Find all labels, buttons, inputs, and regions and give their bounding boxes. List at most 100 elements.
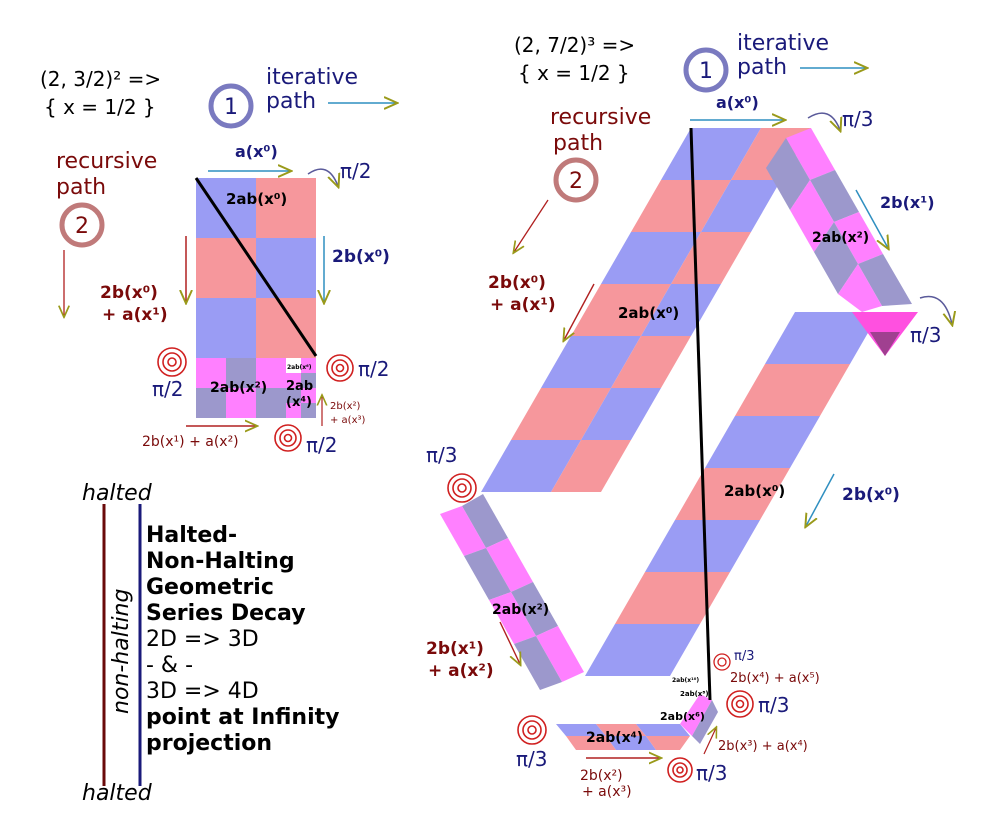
left-label-2ab4-line2: (x⁴): [286, 395, 312, 410]
right-strip-cell: [486, 538, 533, 592]
right-strip-cell: [511, 582, 558, 636]
left-recursive-number: 2: [75, 214, 89, 239]
right-angle-mid: π/3: [910, 323, 942, 347]
left-strip-cell: [256, 358, 286, 388]
right-strip-cell: [462, 494, 508, 548]
right-band-cell: [765, 312, 880, 364]
right-strip-cell: [514, 636, 562, 690]
right-label-a0: a(x⁰): [716, 93, 759, 112]
right-arrow-2b0: [806, 473, 835, 526]
right-equation-line2: { x = 1/2 }: [518, 61, 630, 85]
right-strip-bottom: [556, 694, 718, 750]
legend-title-line4: Series Decay: [146, 601, 306, 626]
right-label-2b0: 2b(x⁰): [842, 485, 900, 505]
right-iterative-line1: iterative: [737, 31, 829, 56]
left-label-2ab0: 2ab(x⁰): [226, 190, 287, 208]
legend-title-line1: Halted-: [146, 523, 237, 548]
right-strip-cell: [692, 700, 718, 744]
left-diagonal-line: [194, 177, 318, 357]
right-vertical-line: [689, 127, 712, 701]
right-band-cell: [701, 180, 781, 232]
right-band-cell: [541, 336, 641, 388]
right-strip-cell: [646, 736, 690, 750]
right-label-2ab8: 2ab(x⁸): [680, 690, 709, 698]
right-strip-cell: [810, 170, 859, 222]
left-strip-cell: [196, 358, 226, 388]
right-band-cell: [611, 336, 691, 388]
left-spiral-bottom: [274, 424, 302, 452]
right-strip-lower-left: [440, 494, 584, 690]
left-label-2b0a1-line1: 2b(x⁰): [100, 283, 158, 303]
right-band-cell: [735, 364, 850, 416]
right-band-cell: [551, 440, 631, 492]
right-band-cell: [705, 416, 820, 468]
right-label-2b0a1-line2: + a(x¹): [490, 295, 556, 315]
left-recursive-badge: [59, 202, 105, 248]
right-strip-cell: [786, 128, 835, 180]
left-spiral-bottom-right: [326, 354, 354, 382]
left-angle-bottom-left: π/2: [152, 377, 184, 401]
right-arrow-2b1: [855, 189, 888, 248]
right-angle-bottom: π/3: [696, 761, 728, 785]
right-label-2b1: 2b(x¹): [880, 193, 935, 212]
right-angle-small: π/3: [734, 649, 754, 664]
left-cell: [196, 178, 256, 238]
right-strip-cell: [440, 506, 486, 556]
legend-title-line3: Geometric: [146, 575, 274, 600]
right-recursive-number: 2: [569, 169, 583, 194]
left-strip-cell: [286, 388, 301, 403]
right-strip-cell: [766, 138, 810, 210]
right-spiral-right: [726, 690, 754, 718]
left-strip-cell: [301, 388, 316, 403]
left-label-2ab4-line1: 2ab: [286, 379, 313, 394]
left-angle-top: π/2: [340, 159, 372, 183]
right-band-cell: [661, 128, 761, 180]
left-label-2b2a3-line1: 2b(x²): [330, 401, 361, 412]
right-strip-cell: [636, 724, 690, 736]
left-label-2ab6: 2ab(x⁶): [287, 364, 312, 371]
right-label-2ab4: 2ab(x⁴): [586, 730, 643, 746]
right-band-cell: [615, 572, 730, 624]
right-label-2b2a3-line1: 2b(x²): [580, 768, 623, 784]
left-cell: [196, 298, 256, 358]
right-label-2ab6: 2ab(x⁶): [660, 710, 705, 723]
right-strip-cell: [556, 724, 606, 736]
right-spiral-bottom-left: [517, 715, 547, 745]
left-angle-bottom-right: π/2: [358, 357, 390, 381]
right-band-cell: [511, 388, 611, 440]
left-strip-cell: [301, 373, 316, 388]
legend-halted-bottom: halted: [82, 781, 153, 806]
right-label-2b1a2-line2: + a(x²): [428, 661, 494, 681]
right-recursive-arrow: [514, 199, 549, 252]
left-strip-cell: [286, 403, 301, 418]
left-label-2b0: 2b(x⁰): [332, 247, 390, 267]
left-label-2b0a1-line2: + a(x¹): [102, 305, 168, 325]
left-strip-cell: [196, 388, 226, 418]
left-cell: [256, 298, 316, 358]
left-equation-line2: { x = 1/2 }: [44, 95, 156, 119]
left-iterative-badge: [208, 83, 254, 129]
right-band-cell: [645, 520, 760, 572]
right-strip-cell: [858, 254, 912, 306]
right-band-cell: [671, 232, 751, 284]
right-iterative-number: 1: [699, 59, 713, 84]
right-strip-cell: [536, 626, 584, 682]
left-recursive-line2: path: [56, 175, 106, 200]
right-strip-cell: [566, 736, 616, 750]
right-rotation-arrow-mid: [919, 295, 952, 324]
left-cell: [196, 238, 256, 298]
right-strip-cell: [464, 548, 511, 600]
right-label-2b0a1-line1: 2b(x⁰): [488, 273, 546, 293]
legend-bold-line1: point at Infinity: [146, 705, 339, 730]
right-arrow-2b1a2: [499, 621, 520, 664]
left-label-a0: a(x⁰): [235, 142, 278, 161]
right-recursive-badge: [553, 157, 599, 203]
right-band-cell: [641, 284, 721, 336]
right-label-2b2a3-line2: + a(x³): [582, 784, 632, 800]
legend-bold-line2: projection: [146, 731, 272, 756]
left-cell: [256, 178, 316, 238]
right-iterative-line2: path: [737, 55, 787, 80]
right-recursive-line2: path: [553, 131, 603, 156]
right-label-2ab0-upper: 2ab(x⁰): [618, 304, 679, 322]
right-spiral-bottom: [667, 757, 693, 783]
